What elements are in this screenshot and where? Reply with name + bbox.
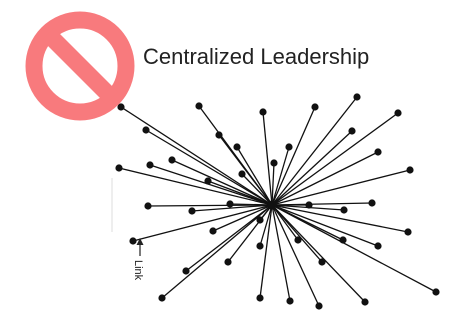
outer-node bbox=[129, 237, 137, 245]
spoke-line bbox=[259, 204, 273, 247]
outer-node bbox=[168, 156, 176, 164]
outer-node bbox=[270, 159, 278, 167]
diagram-title: Centralized Leadership bbox=[143, 44, 369, 69]
outer-node bbox=[394, 109, 402, 117]
outer-node bbox=[204, 177, 212, 185]
spoke-line bbox=[271, 204, 409, 233]
spoke-line bbox=[161, 204, 273, 299]
outer-node bbox=[368, 199, 376, 207]
spoke-line bbox=[271, 204, 437, 293]
spoke-line bbox=[271, 112, 399, 206]
spoke-line bbox=[271, 96, 358, 206]
outer-node bbox=[340, 206, 348, 214]
outer-node bbox=[361, 298, 369, 306]
outer-node bbox=[256, 242, 264, 250]
outer-node bbox=[406, 166, 414, 174]
outer-node bbox=[182, 267, 190, 275]
outer-node bbox=[259, 108, 267, 116]
outer-node bbox=[404, 228, 412, 236]
outer-node bbox=[286, 297, 294, 305]
spoke-line bbox=[118, 167, 273, 206]
spoke-line bbox=[145, 129, 273, 206]
link-annotation: Link bbox=[132, 238, 144, 281]
spoke-line bbox=[207, 180, 273, 206]
outer-node bbox=[374, 148, 382, 156]
prohibition-ring bbox=[25, 11, 135, 121]
outer-node bbox=[353, 93, 361, 101]
outer-node bbox=[374, 242, 382, 250]
spoke-line bbox=[241, 173, 273, 206]
prohibition-icon bbox=[25, 11, 135, 121]
outer-node bbox=[348, 127, 356, 135]
spoke-line bbox=[259, 204, 273, 299]
spoke-line bbox=[218, 134, 273, 206]
outer-node bbox=[209, 227, 217, 235]
spoke-line bbox=[271, 169, 411, 206]
spokes bbox=[118, 96, 437, 307]
spoke-line bbox=[271, 162, 275, 206]
outer-node bbox=[226, 200, 234, 208]
spoke-line bbox=[262, 111, 273, 206]
outer-node bbox=[311, 103, 319, 111]
spoke-line bbox=[149, 164, 273, 206]
spoke-line bbox=[271, 202, 373, 206]
outer-node bbox=[158, 294, 166, 302]
central-node bbox=[267, 200, 277, 210]
spoke-line bbox=[271, 151, 379, 206]
spoke-line bbox=[132, 204, 273, 242]
spoke-line bbox=[271, 146, 290, 206]
spoke-line bbox=[229, 203, 273, 206]
outer-node bbox=[215, 131, 223, 139]
outer-node bbox=[315, 302, 323, 310]
spoke-line bbox=[227, 204, 273, 263]
outer-node bbox=[115, 164, 123, 172]
spoke-line bbox=[271, 204, 320, 307]
spoke-line bbox=[271, 130, 353, 206]
link-arrow-head bbox=[136, 238, 144, 245]
outer-node bbox=[195, 102, 203, 110]
spoke-line bbox=[271, 204, 291, 302]
outer-node bbox=[294, 236, 302, 244]
spoke-line bbox=[120, 106, 273, 206]
link-label: Link bbox=[132, 260, 144, 281]
outer-node bbox=[142, 126, 150, 134]
spoke-line bbox=[271, 106, 316, 206]
prohibition-slash bbox=[41, 27, 119, 105]
spoke-line bbox=[236, 146, 273, 206]
spoke-line bbox=[191, 204, 273, 212]
outer-node bbox=[188, 207, 196, 215]
spoke-line bbox=[147, 204, 273, 207]
outer-node bbox=[233, 143, 241, 151]
spoke-line bbox=[171, 159, 273, 206]
spoke-line bbox=[271, 204, 366, 303]
outer-node bbox=[305, 201, 313, 209]
spoke-line bbox=[185, 204, 273, 272]
outer-node bbox=[224, 258, 232, 266]
outer-node bbox=[285, 143, 293, 151]
outer-node bbox=[256, 216, 264, 224]
outer-node bbox=[432, 288, 440, 296]
outer-node bbox=[256, 294, 264, 302]
outer-node bbox=[318, 258, 326, 266]
nodes bbox=[115, 93, 440, 310]
outer-node bbox=[144, 202, 152, 210]
outer-node bbox=[339, 236, 347, 244]
outer-node bbox=[146, 161, 154, 169]
outer-node bbox=[238, 170, 246, 178]
outer-node bbox=[117, 103, 125, 111]
spoke-line bbox=[271, 204, 379, 247]
spoke-line bbox=[212, 204, 273, 232]
